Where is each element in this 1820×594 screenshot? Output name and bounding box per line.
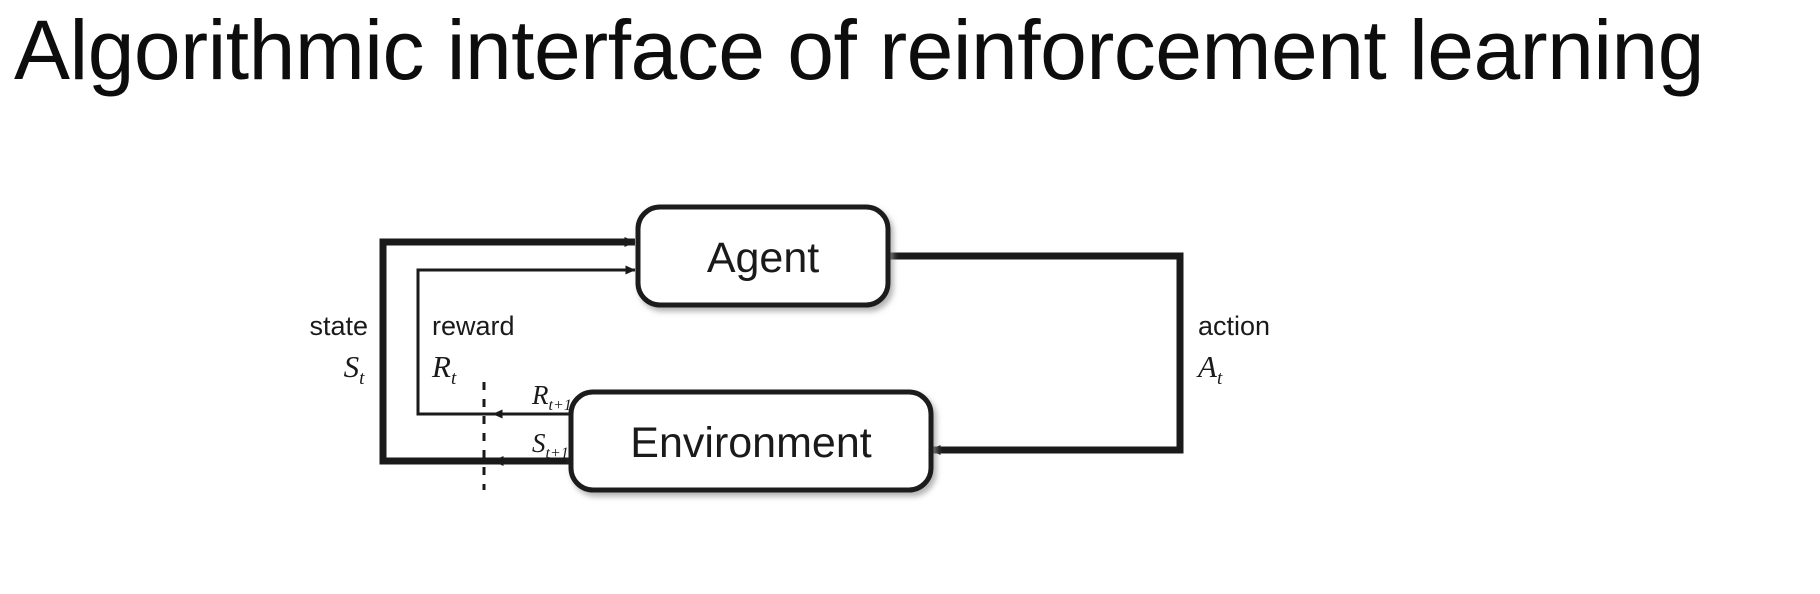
label-reward: reward Rt [431,311,515,389]
rl-diagram-container: Agent Environment state St reward Rt [280,170,1390,510]
reward-symbol-group: Rt [431,349,457,389]
environment-label: Environment [630,419,871,467]
agent-box[interactable] [635,204,891,308]
reward-next-symbol: R [531,380,549,410]
state-next-symbol-group: St+1 [532,428,569,462]
node-environment[interactable]: Environment [568,389,934,493]
label-reward-next: Rt+1 [531,380,572,414]
agent-environment-loop-diagram: Agent Environment state St reward Rt [309,204,1270,493]
node-agent[interactable]: Agent [635,204,891,308]
page-title: Algorithmic interface of reinforcement l… [14,3,1704,97]
label-state-next: St+1 [532,428,569,462]
label-action: action At [1196,311,1270,389]
agent-label: Agent [707,234,819,282]
edge-action-path [887,252,1184,455]
label-state: state St [309,311,368,389]
reward-symbol: R [431,349,451,384]
state-symbol-group: St [344,349,366,389]
state-next-symbol: S [532,428,546,458]
edge-state-path [379,237,636,465]
environment-box[interactable] [568,389,934,493]
action-symbol: A [1196,349,1218,384]
state-next-subscript: t+1 [546,445,569,462]
state-label-text: state [309,311,368,341]
reward-label-text: reward [432,311,515,341]
action-symbol-group: At [1196,349,1223,389]
reward-symbol-subscript: t [451,368,457,389]
state-symbol-subscript: t [359,368,365,389]
state-symbol: S [344,349,360,384]
reward-next-subscript: t+1 [549,397,572,414]
reward-next-symbol-group: Rt+1 [531,380,572,414]
action-label-text: action [1198,311,1270,341]
action-symbol-subscript: t [1217,368,1223,389]
